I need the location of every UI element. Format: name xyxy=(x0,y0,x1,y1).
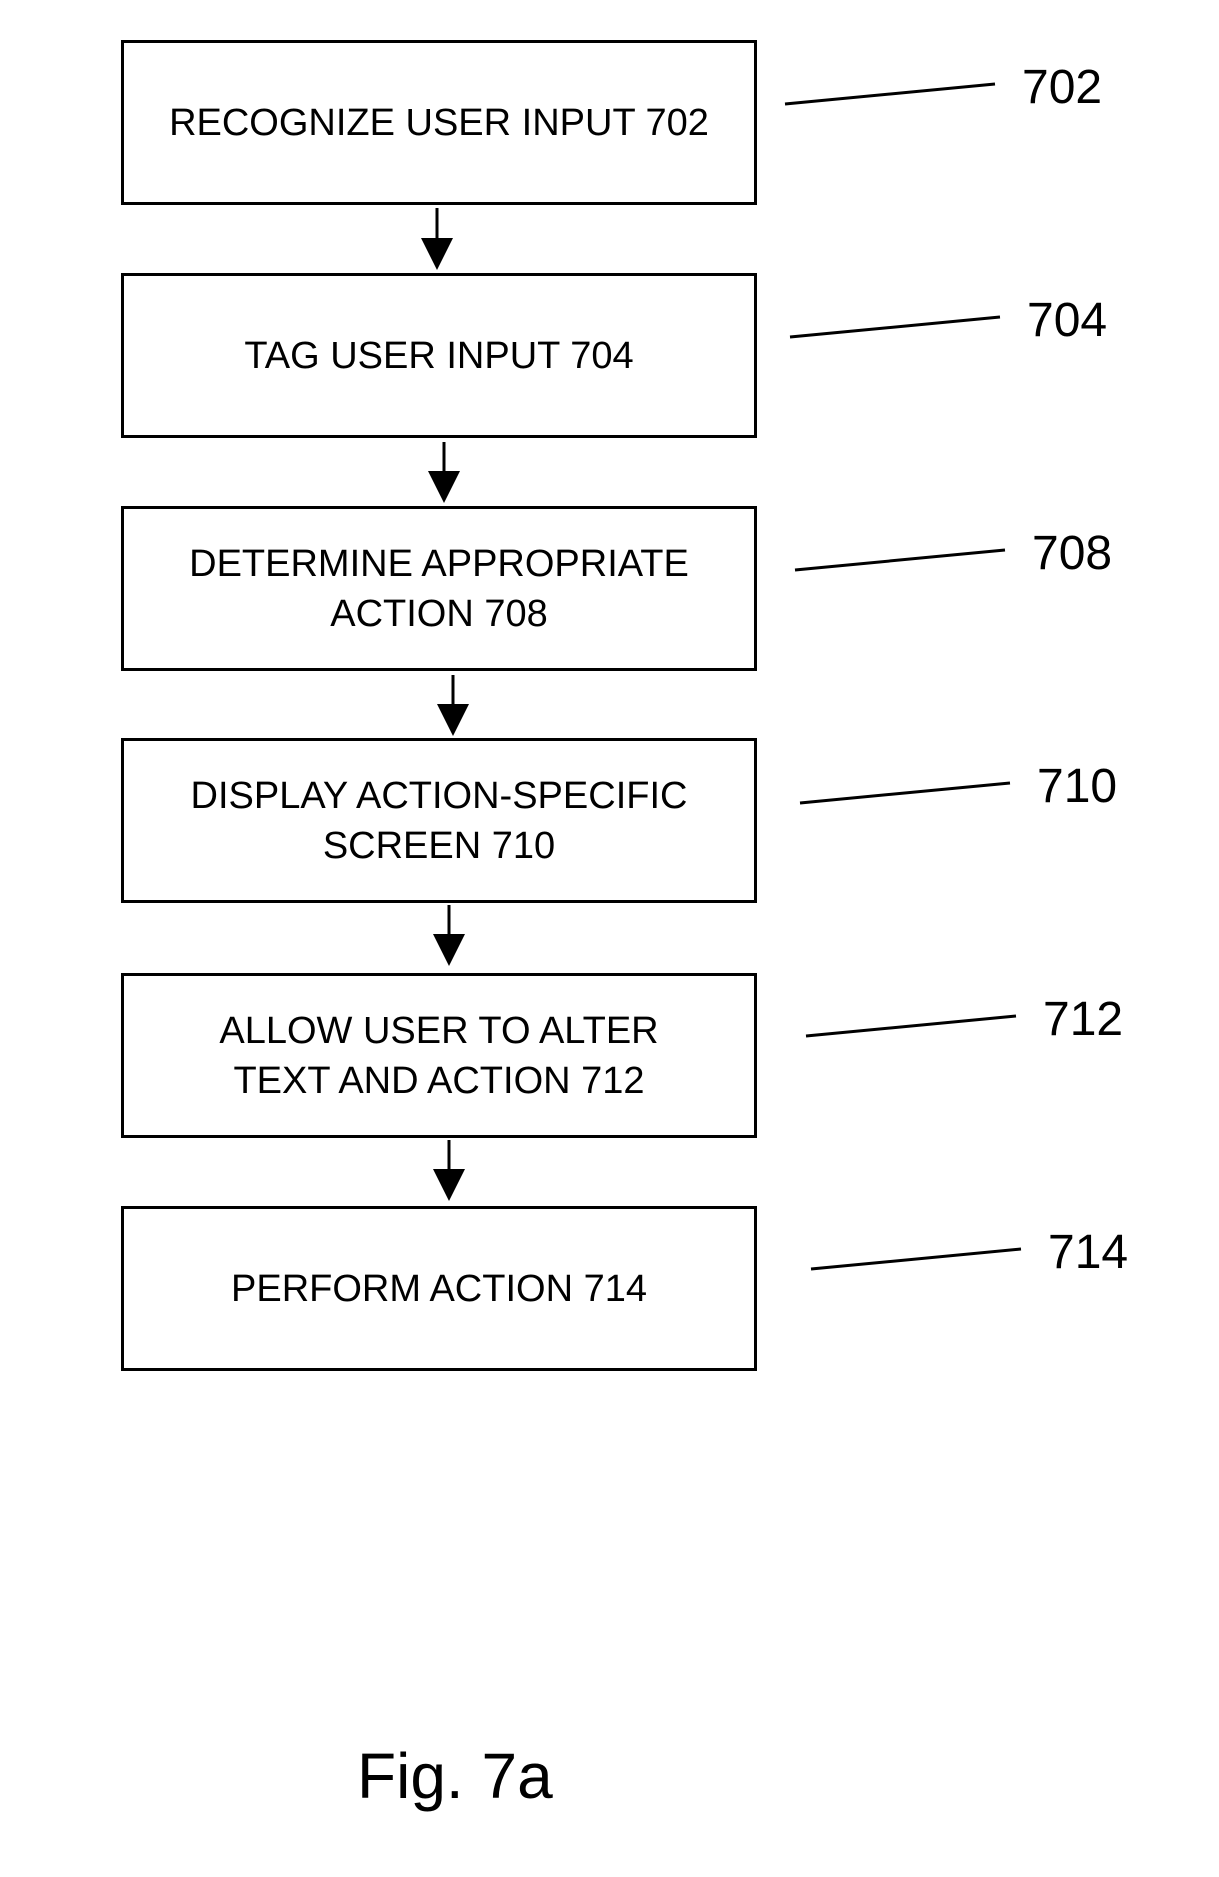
step-text: DISPLAY ACTION-SPECIFIC xyxy=(191,771,688,821)
reference-numeral: 708 xyxy=(1032,528,1112,580)
flow-arrow xyxy=(428,442,460,503)
step-box-perform-action: PERFORM ACTION 714 xyxy=(121,1206,757,1371)
flow-arrow xyxy=(433,905,465,966)
step-box-determine-action: DETERMINE APPROPRIATE ACTION 708 xyxy=(121,506,757,671)
flow-arrow xyxy=(437,675,469,736)
step-box-recognize-user-input: RECOGNIZE USER INPUT 702 xyxy=(121,40,757,205)
leader-line xyxy=(795,550,1005,570)
step-text: ACTION 708 xyxy=(330,589,548,639)
reference-numeral: 702 xyxy=(1022,62,1102,114)
step-text: RECOGNIZE USER INPUT 702 xyxy=(169,98,709,148)
step-box-allow-user-alter: ALLOW USER TO ALTER TEXT AND ACTION 712 xyxy=(121,973,757,1138)
step-box-display-screen: DISPLAY ACTION-SPECIFIC SCREEN 710 xyxy=(121,738,757,903)
reference-numeral: 710 xyxy=(1037,761,1117,813)
leader-line xyxy=(806,1016,1016,1036)
step-text: DETERMINE APPROPRIATE xyxy=(189,539,689,589)
flow-arrow xyxy=(421,208,453,270)
reference-numeral: 714 xyxy=(1048,1227,1128,1279)
reference-numeral: 704 xyxy=(1027,295,1107,347)
step-text: TAG USER INPUT 704 xyxy=(244,331,633,381)
step-box-tag-user-input: TAG USER INPUT 704 xyxy=(121,273,757,438)
leader-line xyxy=(811,1249,1021,1269)
leader-line xyxy=(785,84,995,104)
step-text: PERFORM ACTION 714 xyxy=(231,1264,647,1314)
flow-arrow xyxy=(433,1140,465,1201)
step-text: ALLOW USER TO ALTER xyxy=(219,1006,658,1056)
step-text: TEXT AND ACTION 712 xyxy=(233,1056,644,1106)
step-text: SCREEN 710 xyxy=(323,821,555,871)
reference-numeral: 712 xyxy=(1043,994,1123,1046)
leader-line xyxy=(790,317,1000,337)
figure-label: Fig. 7a xyxy=(357,1740,553,1812)
leader-line xyxy=(800,783,1010,803)
